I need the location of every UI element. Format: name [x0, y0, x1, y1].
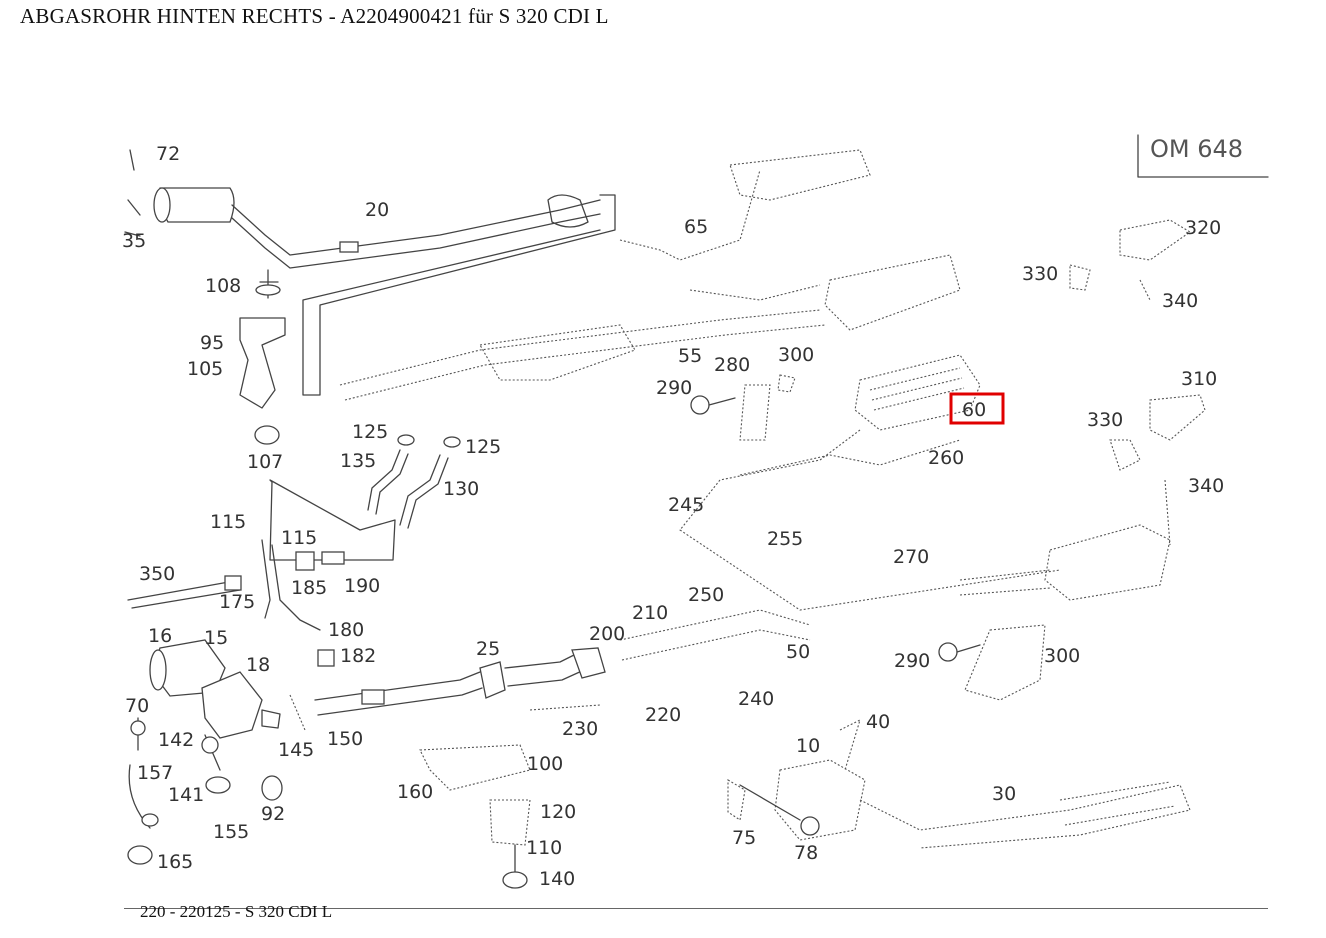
part-label-330-lower[interactable]: 330 [1087, 409, 1123, 431]
sensor-group [127, 539, 345, 667]
rear-muffler-right [959, 219, 1206, 601]
part-label-72[interactable]: 72 [156, 143, 180, 165]
part-label-100[interactable]: 100 [527, 753, 563, 775]
part-label-260[interactable]: 260 [928, 447, 964, 469]
part-label-10[interactable]: 10 [796, 735, 820, 757]
part-label-95[interactable]: 95 [200, 332, 224, 354]
part-label-250[interactable]: 250 [688, 584, 724, 606]
highlight-box [949, 392, 1005, 425]
part-labels: 72 35 20 108 95 105 107 65 125 135 125 1… [122, 143, 1224, 890]
part-label-115-left[interactable]: 115 [210, 511, 246, 533]
part-label-255[interactable]: 255 [767, 528, 803, 550]
part-label-300-upper[interactable]: 300 [778, 344, 814, 366]
part-label-120[interactable]: 120 [540, 801, 576, 823]
fasteners-lower-left [127, 694, 306, 865]
part-label-290-lower[interactable]: 290 [894, 650, 930, 672]
part-label-300-lower[interactable]: 300 [1044, 645, 1080, 667]
part-label-108[interactable]: 108 [205, 275, 241, 297]
part-label-140[interactable]: 140 [539, 868, 575, 890]
part-label-78[interactable]: 78 [794, 842, 818, 864]
part-label-18[interactable]: 18 [246, 654, 270, 676]
part-label-182[interactable]: 182 [340, 645, 376, 667]
part-label-135[interactable]: 135 [340, 450, 376, 472]
hanger-group [419, 704, 601, 889]
part-label-16[interactable]: 16 [148, 625, 172, 647]
part-label-290-upper[interactable]: 290 [656, 377, 692, 399]
part-label-330-upper[interactable]: 330 [1022, 263, 1058, 285]
part-label-20[interactable]: 20 [365, 199, 389, 221]
catalyst-16-18 [149, 609, 811, 739]
part-label-40[interactable]: 40 [866, 711, 890, 733]
part-label-230[interactable]: 230 [562, 718, 598, 740]
part-label-107[interactable]: 107 [247, 451, 283, 473]
part-label-165[interactable]: 165 [157, 851, 193, 873]
part-label-65[interactable]: 65 [684, 216, 708, 238]
part-label-35[interactable]: 35 [122, 230, 146, 252]
part-label-210[interactable]: 210 [632, 602, 668, 624]
part-label-320[interactable]: 320 [1185, 217, 1221, 239]
part-60-pipe [679, 354, 1061, 611]
part-label-340-upper[interactable]: 340 [1162, 290, 1198, 312]
part-label-155[interactable]: 155 [213, 821, 249, 843]
engine-label-box: OM 648 [1137, 134, 1269, 178]
part-label-310[interactable]: 310 [1181, 368, 1217, 390]
footer-rule [124, 908, 1268, 909]
part-label-70[interactable]: 70 [125, 695, 149, 717]
part-label-50[interactable]: 50 [786, 641, 810, 663]
footer-text: 220 - 220125 - S 320 CDI L [140, 902, 333, 921]
rear-pipe-30 [727, 718, 1191, 849]
part-label-190[interactable]: 190 [344, 575, 380, 597]
part-label-125-left[interactable]: 125 [352, 421, 388, 443]
part-label-60[interactable]: 60 [962, 399, 986, 421]
part-label-125-right[interactable]: 125 [465, 436, 501, 458]
vacuum-hoses [269, 434, 461, 561]
part-label-115-right[interactable]: 115 [281, 527, 317, 549]
part-label-141[interactable]: 141 [168, 784, 204, 806]
part-label-200[interactable]: 200 [589, 623, 625, 645]
engine-label: OM 648 [1150, 135, 1243, 163]
part-label-30[interactable]: 30 [992, 783, 1016, 805]
part-label-55[interactable]: 55 [678, 345, 702, 367]
part-label-15[interactable]: 15 [204, 627, 228, 649]
bolt-group-lower [938, 624, 1046, 701]
center-pipe-assembly [339, 149, 961, 401]
page-title: ABGASROHR HINTEN RECHTS - A2204900421 fü… [20, 4, 609, 28]
bolt-group-upper [690, 374, 796, 441]
part-label-270[interactable]: 270 [893, 546, 929, 568]
part-label-142[interactable]: 142 [158, 729, 194, 751]
part-label-245[interactable]: 245 [668, 494, 704, 516]
part-label-25[interactable]: 25 [476, 638, 500, 660]
part-label-105[interactable]: 105 [187, 358, 223, 380]
part-label-340-lower[interactable]: 340 [1188, 475, 1224, 497]
part-label-150[interactable]: 150 [327, 728, 363, 750]
part-label-220[interactable]: 220 [645, 704, 681, 726]
highlighted-part-60[interactable]: 60 [949, 392, 1005, 425]
part-label-240[interactable]: 240 [738, 688, 774, 710]
part-label-75[interactable]: 75 [732, 827, 756, 849]
part-label-130[interactable]: 130 [443, 478, 479, 500]
front-pipe-assembly [124, 149, 616, 445]
part-label-145[interactable]: 145 [278, 739, 314, 761]
part-label-160[interactable]: 160 [397, 781, 433, 803]
part-label-157[interactable]: 157 [137, 762, 173, 784]
part-label-175[interactable]: 175 [219, 591, 255, 613]
part-label-280[interactable]: 280 [714, 354, 750, 376]
part-label-350[interactable]: 350 [139, 563, 175, 585]
part-label-180[interactable]: 180 [328, 619, 364, 641]
part-label-185[interactable]: 185 [291, 577, 327, 599]
part-label-92[interactable]: 92 [261, 803, 285, 825]
part-label-110[interactable]: 110 [526, 837, 562, 859]
